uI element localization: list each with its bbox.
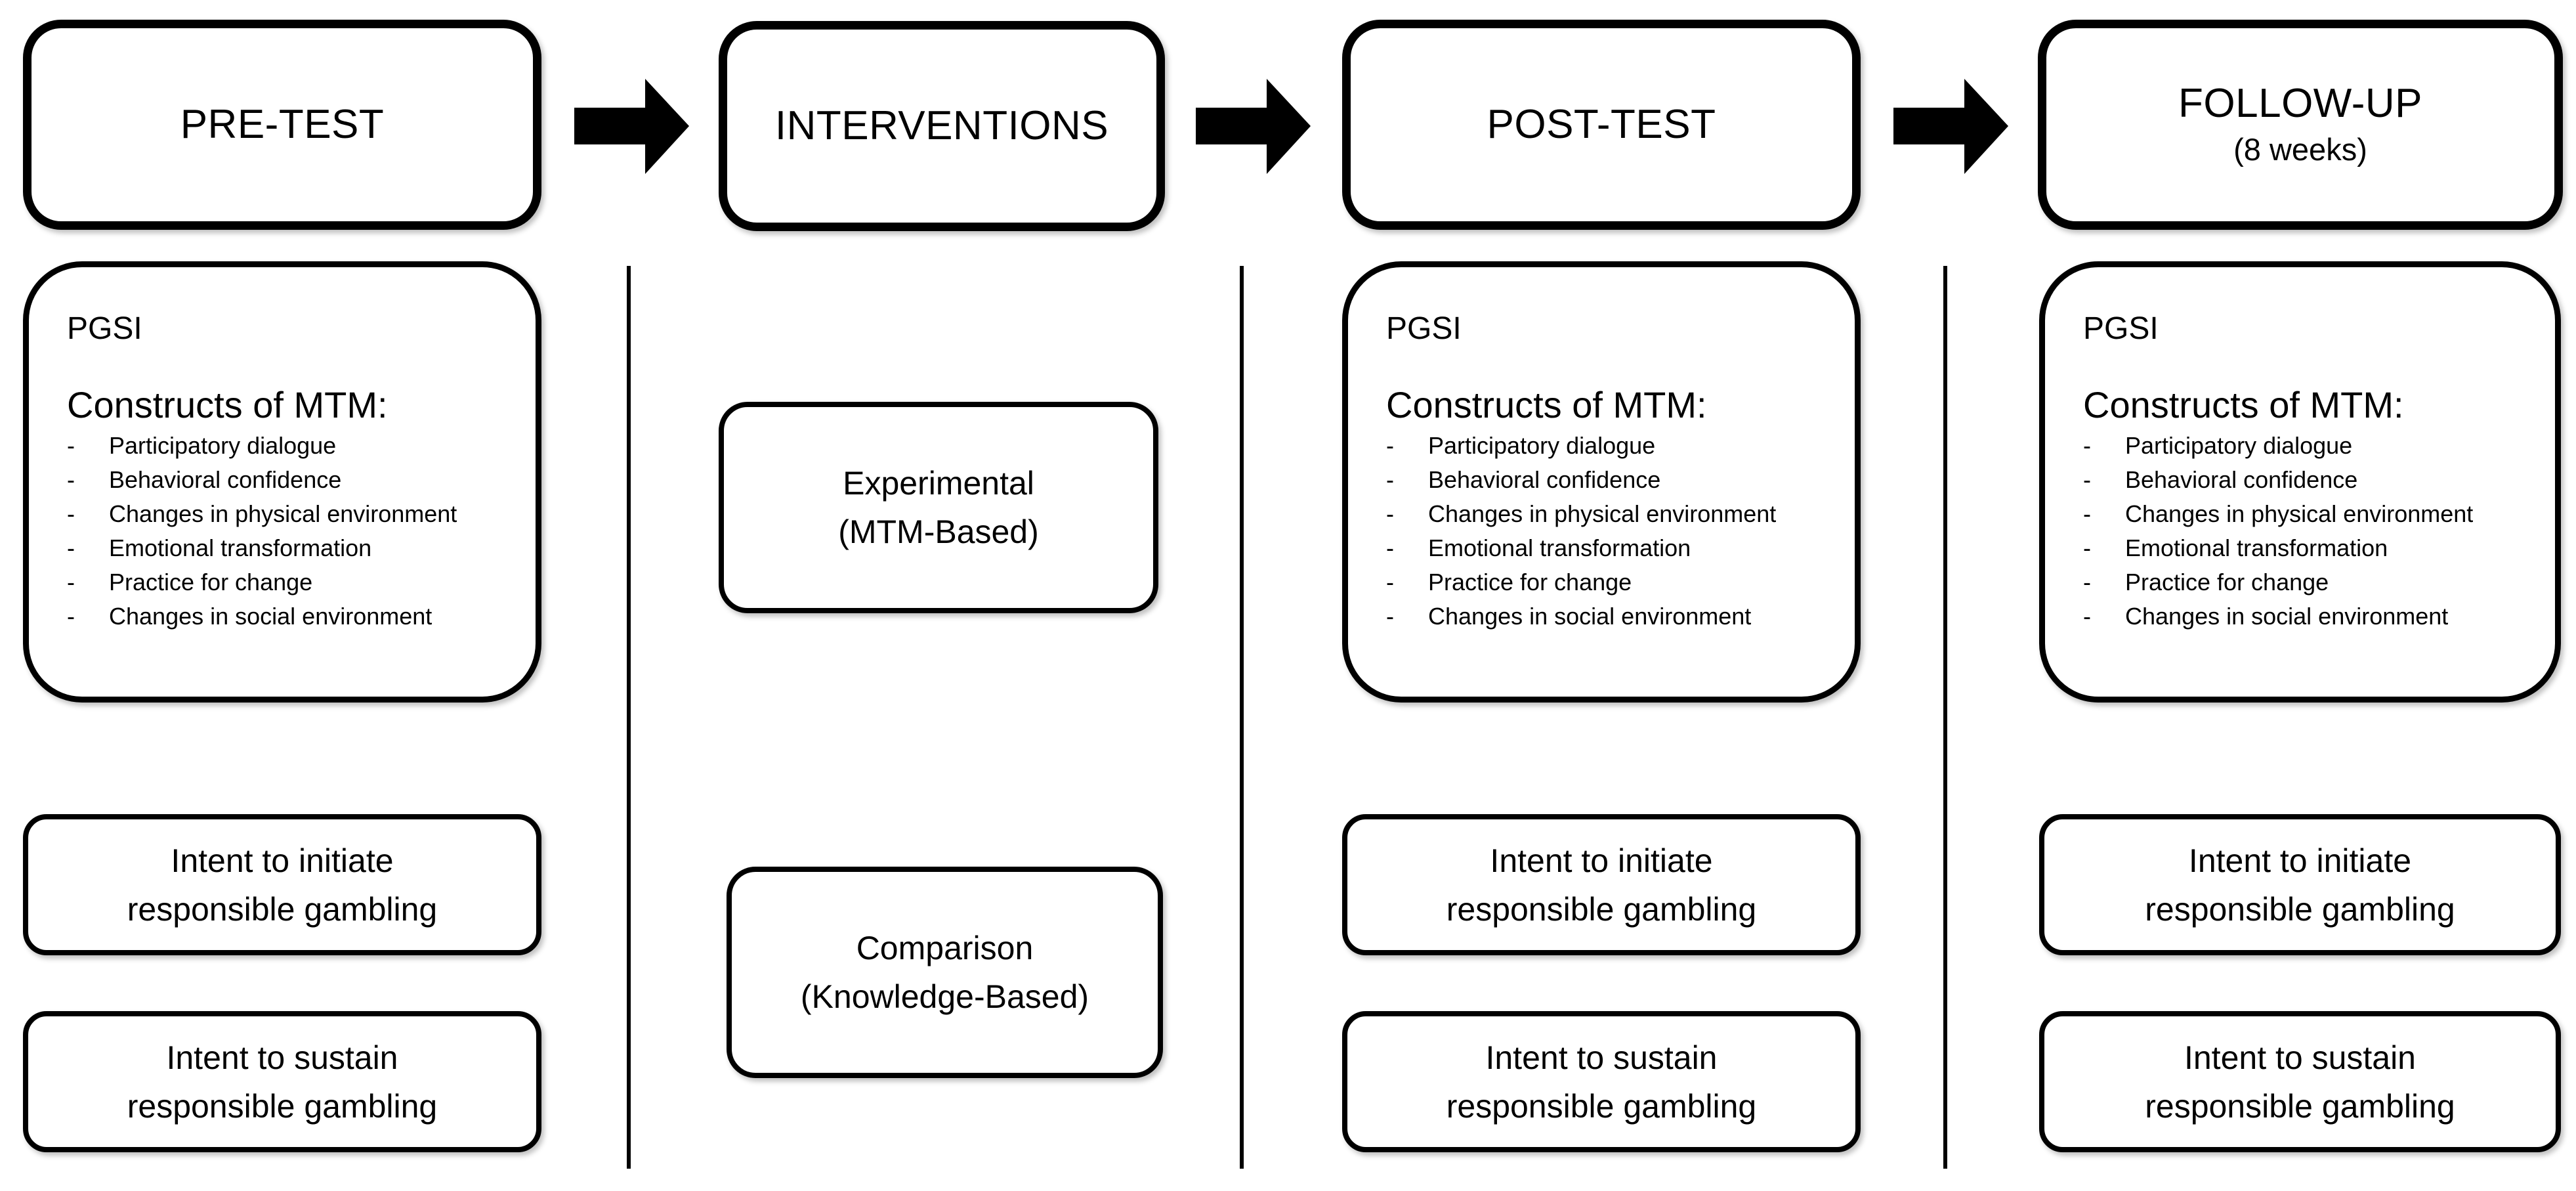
- phase-subtitle: (8 weeks): [2233, 132, 2367, 167]
- constructs-list: Participatory dialogue Behavioral confid…: [2083, 429, 2555, 634]
- phase-title: POST-TEST: [1487, 102, 1716, 148]
- intent-initiate-follow-up: Intent to initiate responsible gambling: [2039, 814, 2561, 955]
- arrow-right-icon: [1196, 79, 1311, 174]
- constructs-list: Participatory dialogue Behavioral confid…: [67, 429, 536, 634]
- separator-line: [1943, 266, 1947, 1169]
- constructs-list: Participatory dialogue Behavioral confid…: [1386, 429, 1855, 634]
- phase-post-test: POST-TEST: [1342, 20, 1861, 230]
- constructs-heading: Constructs of MTM:: [1386, 384, 1707, 425]
- list-item: Changes in physical environment: [67, 497, 536, 531]
- experimental-group-box: Experimental (MTM-Based): [719, 402, 1158, 613]
- phase-title: INTERVENTIONS: [774, 103, 1109, 149]
- measures-post-test: PGSI Constructs of MTM: Participatory di…: [1342, 261, 1861, 703]
- list-item: Changes in physical environment: [2083, 497, 2555, 531]
- pgsi-label: PGSI: [2083, 311, 2159, 346]
- list-item: Practice for change: [67, 565, 536, 599]
- measures-follow-up: PGSI Constructs of MTM: Participatory di…: [2039, 261, 2561, 703]
- constructs-heading: Constructs of MTM:: [2083, 384, 2404, 425]
- separator-line: [627, 266, 631, 1169]
- list-item: Emotional transformation: [2083, 531, 2555, 565]
- intent-initiate-post-test: Intent to initiate responsible gambling: [1342, 814, 1861, 955]
- pgsi-label: PGSI: [1386, 311, 1462, 346]
- phase-title: FOLLOW-UP: [2178, 80, 2422, 126]
- phase-pre-test: PRE-TEST: [23, 20, 541, 230]
- arrow-right-icon: [1893, 79, 2008, 174]
- list-item: Emotional transformation: [1386, 531, 1855, 565]
- list-item: Changes in social environment: [1386, 599, 1855, 634]
- list-item: Participatory dialogue: [67, 429, 536, 463]
- list-item: Practice for change: [2083, 565, 2555, 599]
- list-item: Changes in social environment: [2083, 599, 2555, 634]
- list-item: Practice for change: [1386, 565, 1855, 599]
- intent-initiate-pre-test: Intent to initiate responsible gambling: [23, 814, 541, 955]
- list-item: Behavioral confidence: [2083, 463, 2555, 497]
- phase-follow-up: FOLLOW-UP (8 weeks): [2038, 20, 2563, 230]
- list-item: Participatory dialogue: [1386, 429, 1855, 463]
- measures-pre-test: PGSI Constructs of MTM: Participatory di…: [23, 261, 541, 703]
- intent-sustain-pre-test: Intent to sustain responsible gambling: [23, 1011, 541, 1152]
- list-item: Behavioral confidence: [67, 463, 536, 497]
- pgsi-label: PGSI: [67, 311, 142, 346]
- separator-line: [1240, 266, 1244, 1169]
- list-item: Changes in social environment: [67, 599, 536, 634]
- phase-interventions: INTERVENTIONS: [719, 21, 1165, 231]
- phase-title: PRE-TEST: [180, 102, 385, 148]
- intent-sustain-post-test: Intent to sustain responsible gambling: [1342, 1011, 1861, 1152]
- list-item: Changes in physical environment: [1386, 497, 1855, 531]
- intent-sustain-follow-up: Intent to sustain responsible gambling: [2039, 1011, 2561, 1152]
- arrow-right-icon: [574, 79, 689, 174]
- list-item: Behavioral confidence: [1386, 463, 1855, 497]
- comparison-group-box: Comparison (Knowledge-Based): [727, 867, 1163, 1078]
- list-item: Emotional transformation: [67, 531, 536, 565]
- constructs-heading: Constructs of MTM:: [67, 384, 388, 425]
- list-item: Participatory dialogue: [2083, 429, 2555, 463]
